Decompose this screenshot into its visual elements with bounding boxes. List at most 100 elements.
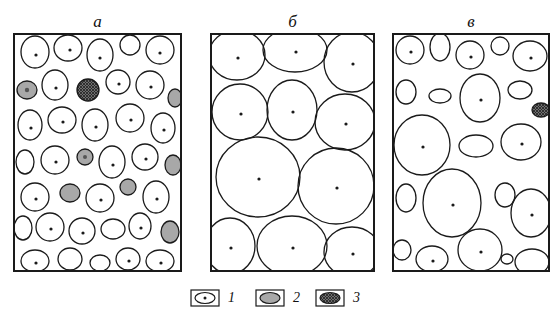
- grey-cell: [60, 184, 80, 202]
- nucleus-dot: [530, 213, 533, 216]
- legend-number: 2: [293, 290, 300, 306]
- cell: [396, 80, 416, 104]
- cell: [511, 189, 550, 237]
- nucleus-dot: [98, 56, 101, 59]
- cell: [151, 113, 175, 143]
- nucleus-dot: [529, 56, 532, 59]
- cell: [143, 181, 169, 213]
- nucleus-dot: [68, 48, 71, 51]
- nucleus-dot: [431, 259, 434, 262]
- panel-a-cells: [14, 35, 182, 272]
- nucleus-dot: [34, 197, 37, 200]
- nucleus-dot: [54, 160, 57, 163]
- cell: [459, 135, 493, 157]
- nucleus-dot: [25, 88, 29, 92]
- nucleus-dot: [162, 128, 165, 131]
- swatch-frame: [316, 290, 344, 306]
- cell: [136, 71, 164, 99]
- cell: [69, 218, 95, 244]
- cell: [394, 115, 450, 175]
- cell: [82, 109, 108, 141]
- hatched-cell: [532, 103, 550, 117]
- cell: [41, 146, 69, 174]
- nucleus-dot: [34, 261, 37, 264]
- nucleus-dot: [351, 62, 354, 65]
- cell: [430, 33, 450, 61]
- cell: [460, 74, 500, 122]
- cell: [315, 94, 375, 150]
- nucleus-dot: [139, 226, 142, 229]
- legend-number: 1: [228, 290, 235, 306]
- nucleus-dot: [117, 82, 120, 85]
- cell: [210, 33, 265, 80]
- nucleus-dot: [291, 110, 294, 113]
- nucleus-dot: [229, 246, 232, 249]
- panel-letter: в: [394, 12, 548, 32]
- legend-entry: 1: [190, 289, 235, 307]
- nucleus-dot: [351, 252, 354, 255]
- cell: [146, 250, 174, 272]
- nucleus-dot: [111, 163, 114, 166]
- nucleus-dot: [129, 118, 132, 121]
- grey-cell: [77, 149, 93, 165]
- cell: [99, 146, 125, 178]
- nucleus-dot: [49, 227, 52, 230]
- panel-b-cells: [210, 33, 375, 272]
- nucleus-dot: [421, 145, 424, 148]
- cell: [42, 70, 68, 100]
- nucleus-dot: [239, 112, 242, 115]
- cell: [36, 213, 64, 241]
- nucleus-dot: [81, 231, 84, 234]
- grey-cell: [161, 221, 179, 243]
- cell: [54, 35, 82, 61]
- nucleus-dot: [99, 198, 102, 201]
- cell: [18, 110, 42, 140]
- cell: [14, 216, 32, 240]
- cell: [146, 36, 174, 64]
- cell: [257, 216, 327, 272]
- legend-swatch: [255, 289, 285, 307]
- panel-letter: а: [15, 12, 180, 32]
- cell: [21, 36, 49, 68]
- nucleus-dot: [54, 86, 57, 89]
- cell: [501, 124, 541, 160]
- cell: [58, 248, 82, 270]
- cell: [416, 246, 448, 272]
- cell-panel: в: [392, 33, 550, 272]
- cell: [106, 70, 130, 94]
- cell: [324, 227, 375, 272]
- cell: [132, 144, 158, 170]
- cell: [116, 248, 140, 270]
- panel-c-cells: [393, 33, 550, 272]
- nucleus-dot: [335, 186, 338, 189]
- hatched-cell: [77, 79, 99, 101]
- nucleus-dot: [155, 197, 158, 200]
- nucleus-dot: [257, 177, 260, 180]
- swatch-cell: [260, 293, 280, 304]
- cell: [21, 183, 49, 211]
- cell: [86, 184, 114, 212]
- nucleus-dot: [409, 50, 412, 53]
- swatch-cell: [195, 293, 215, 304]
- cell: [120, 35, 140, 55]
- cell: [393, 240, 411, 260]
- legend-entry: 2: [255, 289, 300, 307]
- swatch-frame: [191, 290, 219, 306]
- grey-cell: [17, 81, 37, 99]
- grey-cell: [165, 155, 181, 175]
- nucleus-dot: [344, 122, 347, 125]
- cell: [456, 41, 484, 69]
- panel-b-nuclei: [229, 50, 354, 255]
- cell: [129, 213, 151, 239]
- nucleus-dot: [236, 56, 239, 59]
- nucleus-dot: [479, 250, 482, 253]
- panel-letter: б: [212, 12, 373, 32]
- cell: [396, 36, 424, 64]
- cell: [263, 33, 327, 72]
- cell: [90, 255, 110, 271]
- grey-cell: [168, 89, 182, 107]
- nucleus-dot: [149, 85, 152, 88]
- nucleus-dot: [29, 126, 32, 129]
- cell-panel: а: [13, 33, 182, 272]
